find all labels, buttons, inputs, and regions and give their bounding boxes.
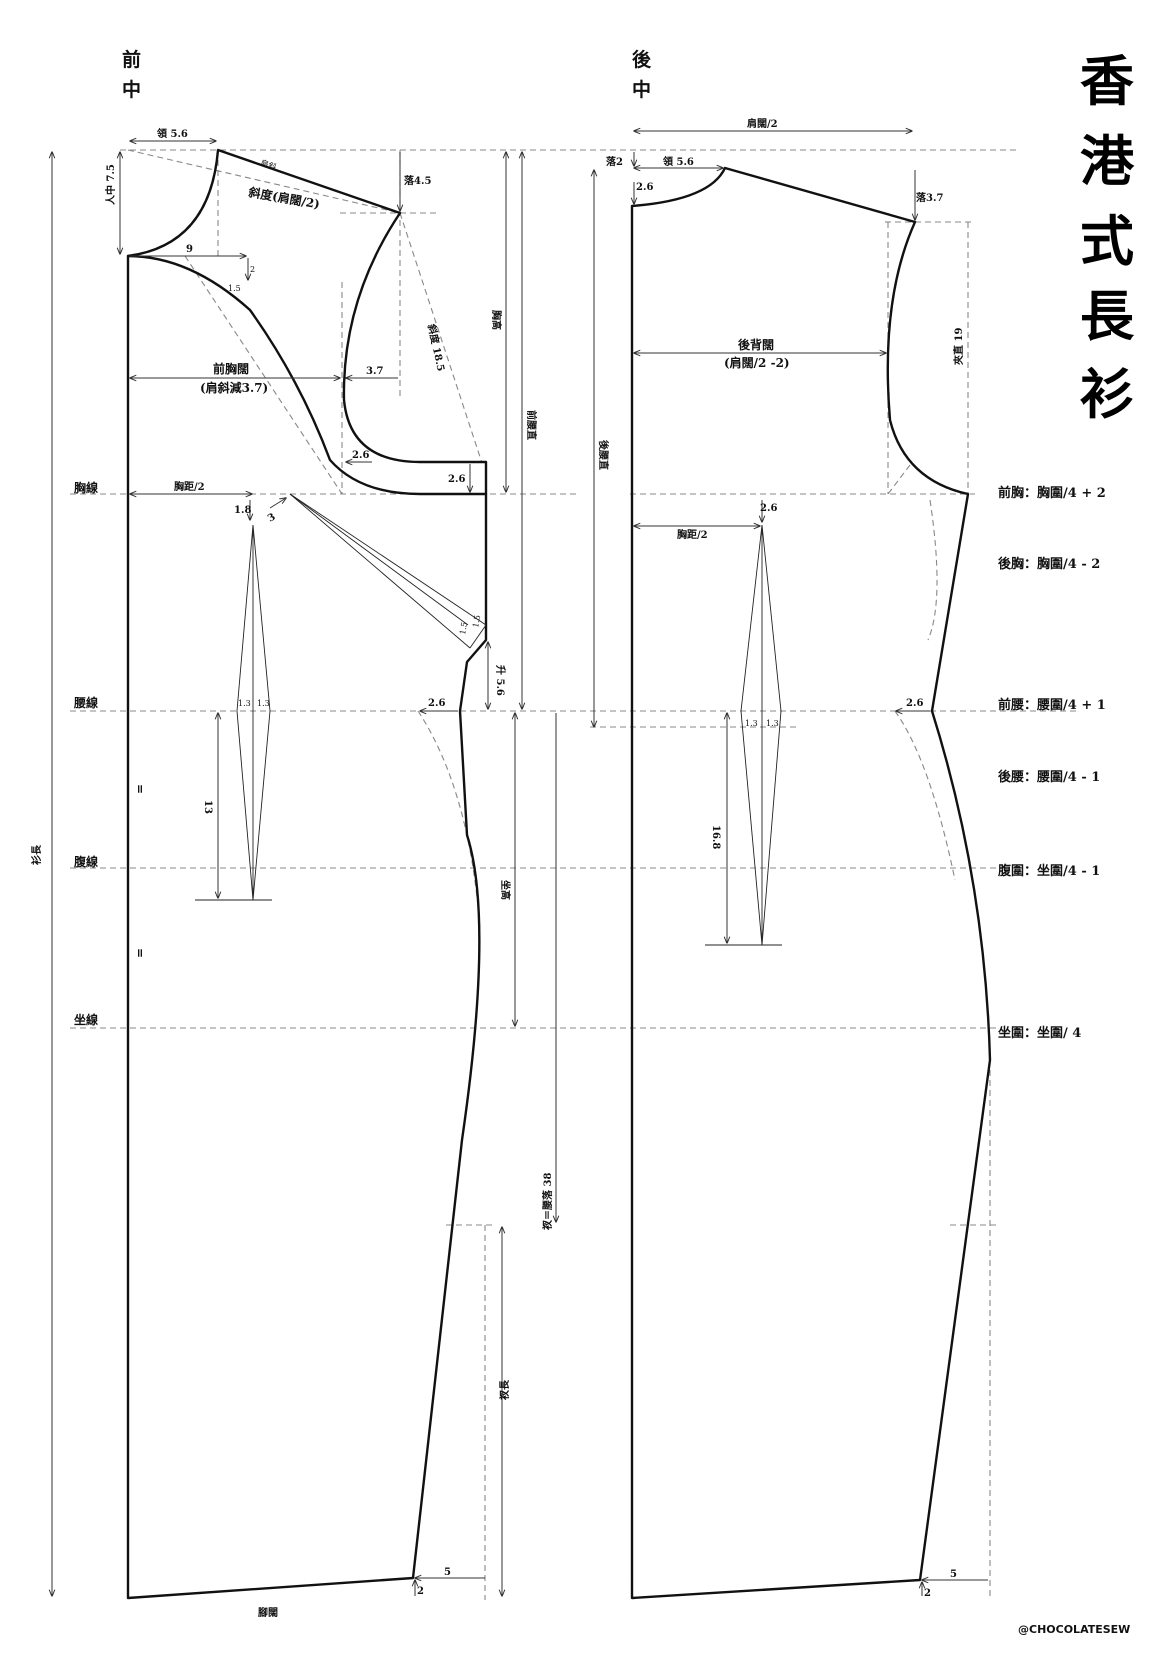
label-one-three-a: 1.3 — [238, 699, 251, 708]
label-equal-a: = — [133, 784, 147, 794]
back-center-2: 中 — [632, 78, 651, 101]
formula-back-chest: 後胸：胸圍/4 - 2 — [998, 556, 1100, 572]
label-equal-b: = — [133, 948, 147, 958]
label-dart-front: 13 — [202, 800, 213, 814]
label-dart-back: 16.8 — [710, 825, 721, 849]
label-shoulder-slope: 斜度(肩闊/2) — [246, 184, 321, 211]
label-hip-height: 坐高 — [499, 880, 512, 900]
label-waist-two-six-front: 2.6 — [428, 698, 445, 709]
back-center-1: 後 — [632, 48, 652, 71]
waist-line-label: 腰線 — [73, 695, 98, 710]
label-two-small: 2 — [250, 265, 255, 274]
label-hem-width: 腳闊 — [258, 1606, 278, 1619]
title-char-1: 香 — [1080, 49, 1134, 113]
title: 香 港 式 長 衫 — [1080, 49, 1135, 426]
label-three: 3 — [266, 512, 278, 525]
label-back-drop-shoulder: 落3.7 — [916, 191, 943, 204]
front-center-1: 前 — [122, 48, 141, 71]
label-bust-point-front: 胸距/2 — [174, 480, 205, 493]
label-front-chest-width: 前胸闊 — [213, 361, 249, 376]
label-one-five-b: 1.5 — [471, 614, 482, 628]
label-back-drop: 落2 — [606, 155, 623, 168]
front-center-2: 中 — [122, 78, 141, 101]
label-slit-length: 衩長 — [498, 1379, 511, 1401]
label-bust-point-back: 胸距/2 — [677, 528, 708, 541]
label-one-three-d: 1.3 — [766, 719, 779, 728]
label-raise: 升 5.6 — [494, 665, 507, 696]
back-pattern — [630, 166, 992, 1600]
label-three-seven: 3.7 — [366, 366, 383, 377]
formula-hip: 坐圍：坐圍/ 4 — [998, 1026, 1081, 1041]
label-nine: 9 — [186, 244, 193, 255]
label-front-waist-length: 前腰直 — [525, 410, 538, 440]
label-one-five-a: 1.5 — [458, 621, 469, 635]
label-back-waist-two-six: 2.6 — [906, 698, 923, 709]
label-hem-two-front: 2 — [417, 1586, 424, 1597]
label-back-width: 後背闊 — [738, 337, 774, 352]
hip-line-label: 坐線 — [74, 1012, 98, 1027]
label-slit: 衩＝腰落 38 — [541, 1173, 554, 1231]
label-back-shoulder-half: 肩闊/2 — [747, 117, 778, 130]
label-two-six-a: 2.6 — [352, 450, 369, 461]
formulas: 前胸：胸圍/4 + 2 後胸：胸圍/4 - 2 前腰：腰圍/4 + 1 後腰：腰… — [998, 485, 1106, 1041]
label-one-eight: 1.8 — [234, 505, 251, 516]
label-back-two-six: 2.6 — [636, 182, 653, 193]
formula-back-waist: 後腰：腰圍/4 - 1 — [998, 769, 1100, 785]
dimension-arrows — [52, 131, 988, 1596]
title-char-4: 長 — [1080, 284, 1135, 348]
title-char-3: 式 — [1080, 209, 1134, 273]
label-back-width-note: (肩闊/2 -2) — [724, 355, 790, 370]
label-chest-height: 胸高 — [490, 310, 503, 330]
formula-front-chest: 前胸：胸圍/4 + 2 — [998, 485, 1106, 501]
center-labels: 前 中 後 中 — [122, 48, 652, 101]
label-shoulder-small: 肩斜 — [259, 157, 277, 171]
belly-line-label: 腹線 — [74, 854, 98, 869]
label-one-three-c: 1.3 — [745, 719, 758, 728]
title-char-5: 衫 — [1080, 362, 1134, 426]
formula-front-waist: 前腰：腰圍/4 + 1 — [998, 697, 1106, 713]
chest-line-label: 胸線 — [74, 480, 98, 495]
watermark: @CHOCOLATESEW — [1018, 1623, 1130, 1636]
label-hem-five-back: 5 — [950, 1569, 957, 1580]
label-arm-straight: 夾直 19 — [952, 328, 965, 365]
label-back-waist-length: 後腰直 — [597, 440, 610, 470]
label-hem-two-back: 2 — [924, 1588, 931, 1599]
label-front-neck: 領 5.6 — [156, 127, 188, 140]
label-back-neck: 領 5.6 — [662, 155, 694, 168]
label-garment-length: 衫長 — [30, 844, 43, 866]
label-one-five: 1.5 — [228, 284, 241, 293]
back-labels: 肩闊/2 落2 領 5.6 2.6 落3.7 後背闊 (肩闊/2 -2) 夾直 … — [597, 117, 965, 1599]
label-neck-depth: 人中 7.5 — [104, 164, 117, 205]
label-front-chest-note: (肩斜減3.7) — [200, 380, 268, 395]
label-back-bust-two-six: 2.6 — [760, 503, 777, 514]
line-labels: 胸線 腰線 腹線 坐線 — [73, 480, 98, 1027]
title-char-2: 港 — [1080, 129, 1135, 193]
front-pattern — [126, 148, 488, 1600]
label-front-drop: 落4.5 — [404, 174, 431, 187]
label-two-six-b: 2.6 — [448, 474, 465, 485]
label-hem-five-front: 5 — [444, 1567, 451, 1578]
label-one-three-b: 1.3 — [257, 699, 270, 708]
formula-belly: 腹圍：坐圍/4 - 1 — [998, 863, 1100, 879]
